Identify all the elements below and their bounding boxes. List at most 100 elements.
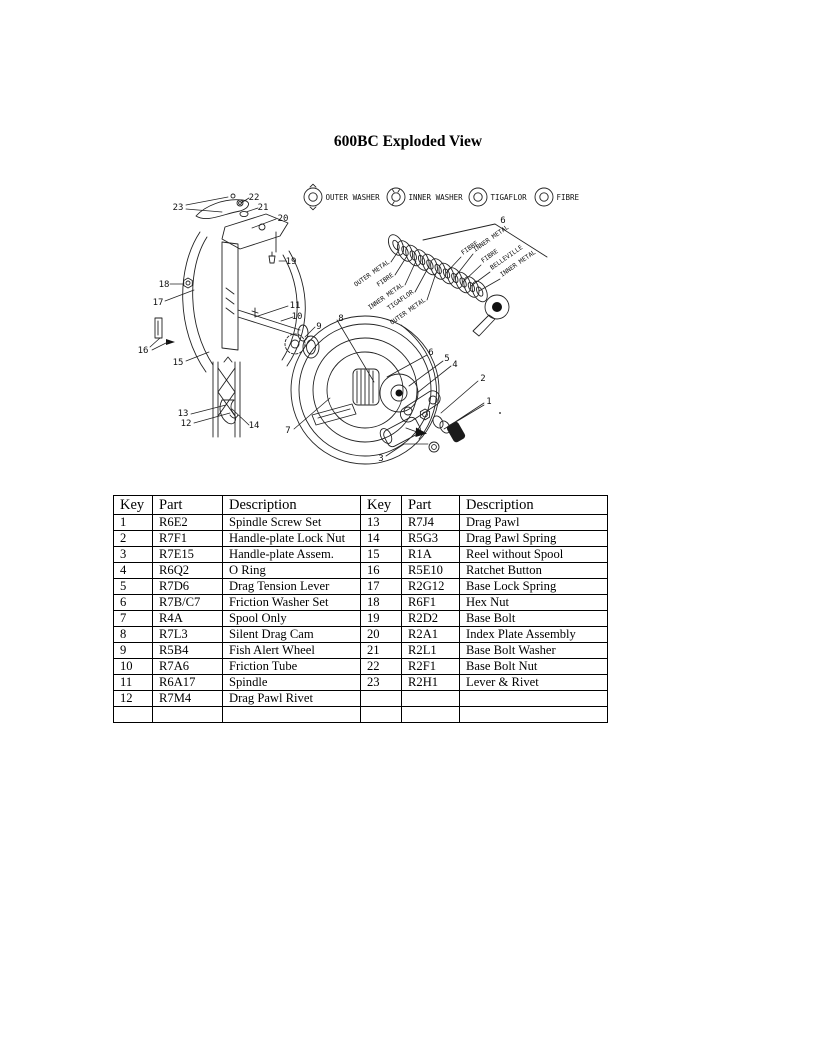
cell-description: Silent Drag Cam xyxy=(222,626,361,643)
page-title: 600BC Exploded View xyxy=(333,133,483,150)
cell-key: 1 xyxy=(113,514,153,531)
cell-key: 7 xyxy=(113,610,153,627)
cell-part: R5G3 xyxy=(401,530,460,547)
cell-key: 12 xyxy=(113,690,153,707)
cell-key: 8 xyxy=(113,626,153,643)
callout-number: 5 xyxy=(444,354,449,364)
cell-key: 11 xyxy=(113,674,153,691)
cell-key: 23 xyxy=(360,674,402,691)
cell-part: R7E15 xyxy=(152,546,223,563)
cell-description: Drag Pawl xyxy=(459,514,608,531)
legend-label: TIGAFLOR xyxy=(491,193,528,202)
cell-description: Ratchet Button xyxy=(459,562,608,579)
cell-key: 15 xyxy=(360,546,402,563)
callout-number: 18 xyxy=(159,280,170,290)
cell-part xyxy=(401,690,460,707)
cell-part: R6A17 xyxy=(152,674,223,691)
callout-leader-lines xyxy=(149,196,501,457)
cell-key: 9 xyxy=(113,642,153,659)
callout-number: 1 xyxy=(486,397,491,407)
column-header-description: Description xyxy=(459,495,608,515)
cell-part xyxy=(152,706,223,723)
callout-number: 9 xyxy=(316,322,321,332)
column-header-part: Part xyxy=(152,495,223,515)
exploded-view-diagram: 12345667891011121314151617181920212223OU… xyxy=(138,183,580,465)
cell-description: Fish Alert Wheel xyxy=(222,642,361,659)
cell-key: 3 xyxy=(113,546,153,563)
callout-number: 21 xyxy=(258,203,269,213)
legend-washer-glyphs xyxy=(303,183,554,211)
cell-description: Reel without Spool xyxy=(459,546,608,563)
callout-number: 19 xyxy=(286,257,297,267)
cell-description: Index Plate Assembly xyxy=(459,626,608,643)
callout-number: 13 xyxy=(178,409,189,419)
cell-description: Spool Only xyxy=(222,610,361,627)
cell-key: 18 xyxy=(360,594,402,611)
cell-part: R2A1 xyxy=(401,626,460,643)
cell-key: 22 xyxy=(360,658,402,675)
cell-part: R2L1 xyxy=(401,642,460,659)
callout-number: 10 xyxy=(292,312,303,322)
callout-number: 14 xyxy=(249,421,260,431)
stack-label: INNER METAL xyxy=(472,224,510,254)
cell-part: R6Q2 xyxy=(152,562,223,579)
cell-description: Base Lock Spring xyxy=(459,578,608,595)
cell-description: Hex Nut xyxy=(459,594,608,611)
column-header-description: Description xyxy=(222,495,361,515)
stack-label: FIBRE xyxy=(376,272,396,289)
callout-number: 11 xyxy=(290,301,301,311)
cell-part: R6F1 xyxy=(401,594,460,611)
cell-key: 21 xyxy=(360,642,402,659)
cell-key: 20 xyxy=(360,626,402,643)
cell-description xyxy=(222,706,361,723)
cell-description: Drag Pawl Rivet xyxy=(222,690,361,707)
legend-label: OUTER WASHER xyxy=(326,193,381,202)
cell-key: 14 xyxy=(360,530,402,547)
callout-number: 7 xyxy=(285,426,290,436)
cell-part: R2D2 xyxy=(401,610,460,627)
cell-description: Handle-plate Assem. xyxy=(222,546,361,563)
callout-number: 12 xyxy=(181,419,192,429)
legend-label: FIBRE xyxy=(557,193,580,202)
cell-description: Base Bolt Nut xyxy=(459,658,608,675)
cell-part: R6E2 xyxy=(152,514,223,531)
cell-description: Friction Tube xyxy=(222,658,361,675)
cell-part: R1A xyxy=(401,546,460,563)
cell-key: 4 xyxy=(113,562,153,579)
cell-part: R2G12 xyxy=(401,578,460,595)
diagram-linework xyxy=(149,183,554,465)
cell-description: Lever & Rivet xyxy=(459,674,608,691)
callout-number: 4 xyxy=(452,360,457,370)
cell-part: R7L3 xyxy=(152,626,223,643)
cell-description xyxy=(459,706,608,723)
diagram-text-layer: 12345667891011121314151617181920212223OU… xyxy=(138,193,580,464)
cell-part: R5B4 xyxy=(152,642,223,659)
cell-key xyxy=(360,690,402,707)
cell-part: R7J4 xyxy=(401,514,460,531)
cell-description: Spindle Screw Set xyxy=(222,514,361,531)
cell-key: 13 xyxy=(360,514,402,531)
cell-description: Handle-plate Lock Nut xyxy=(222,530,361,547)
column-header-key: Key xyxy=(113,495,153,515)
callout-number: 16 xyxy=(138,346,149,356)
callout-number: 6 xyxy=(428,348,433,358)
cell-description: Friction Washer Set xyxy=(222,594,361,611)
cell-part: R7F1 xyxy=(152,530,223,547)
cell-key xyxy=(360,706,402,723)
cell-key xyxy=(113,706,153,723)
callout-number: 6 xyxy=(500,216,505,226)
cell-part: R5E10 xyxy=(401,562,460,579)
legend-label: INNER WASHER xyxy=(409,193,464,202)
callout-number: 3 xyxy=(378,454,383,464)
column-header-key: Key xyxy=(360,495,402,515)
